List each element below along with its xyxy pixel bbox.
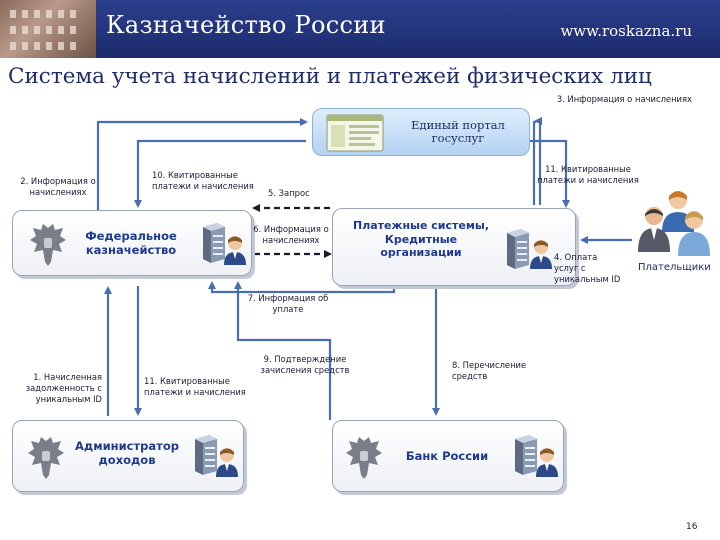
- header-site-url[interactable]: www.roskazna.ru: [560, 22, 692, 40]
- page-title: Система учета начислений и платежей физи…: [8, 64, 652, 89]
- node-bank-of-russia[interactable]: Банк России: [332, 420, 564, 492]
- node-payment-systems[interactable]: Платежные системы, Кредитные организации: [332, 208, 576, 286]
- arrow-11-top: [530, 139, 570, 208]
- server-icon: [515, 435, 537, 475]
- flow-label-10: 10. Квитированные платежи и начисления: [152, 170, 254, 191]
- flow-label-2: 2. Информация о начислениях: [20, 176, 96, 197]
- arrow-10: [134, 139, 306, 208]
- eagle-emblem-icon: [346, 437, 382, 479]
- arrow-2: [96, 118, 308, 212]
- header-title: Казначейство России: [106, 11, 386, 39]
- flow-label-1: 1. Начисленная задолженность с уникальны…: [25, 372, 102, 404]
- server-icon: [195, 435, 217, 475]
- flow-label-3: 3. Информация о начислениях: [556, 94, 692, 104]
- flow-label-5: 5. Запрос: [268, 188, 310, 198]
- payment-systems-label: Платежные системы, Кредитные организации: [352, 219, 489, 259]
- flow-label-8: 8. Перечисление средств: [452, 360, 527, 381]
- flow-label-11-bottom: 11. Квитированные платежи и начисления: [144, 376, 246, 397]
- flow-label-6: 6. Информация о начислениях: [253, 224, 329, 245]
- page-number: 16: [686, 522, 698, 532]
- flow-label-9: 9. Подтверждение зачисления средств: [260, 354, 350, 375]
- node-federal-treasury[interactable]: Федеральное казначейство: [12, 210, 252, 276]
- flow-label-11-top: 11. Квитированные платежи и начисления: [537, 164, 639, 185]
- node-revenue-administrator[interactable]: Администратор доходов: [12, 420, 244, 492]
- server-icon: [203, 223, 225, 263]
- federal-treasury-label: Федеральное казначейство: [85, 229, 177, 257]
- eagle-emblem-icon: [28, 437, 64, 479]
- arrow-9: [234, 281, 332, 420]
- portal-label: Единый портал госуслуг: [411, 118, 505, 145]
- flow-label-4: 4. Оплата услуг с уникальным ID: [554, 252, 621, 284]
- user-icon: [224, 236, 246, 265]
- user-icon: [216, 448, 238, 477]
- people-group-icon: [638, 191, 710, 256]
- payers-label: Плательщики: [638, 262, 711, 273]
- arrow-7: [208, 281, 396, 294]
- treasury-building-photo: [0, 0, 96, 58]
- server-icon: [507, 229, 529, 269]
- user-icon: [530, 240, 552, 269]
- user-icon: [536, 448, 558, 477]
- header-bar: Казначейство России www.roskazna.ru: [0, 0, 720, 58]
- flow-label-7: 7. Информация об уплате: [247, 293, 329, 314]
- bank-of-russia-label: Банк России: [405, 449, 489, 463]
- node-portal[interactable]: Единый портал госуслуг: [312, 108, 530, 156]
- eagle-emblem-icon: [30, 224, 66, 266]
- revenue-administrator-label: Администратор доходов: [75, 439, 179, 467]
- portal-screen-icon: [326, 114, 384, 152]
